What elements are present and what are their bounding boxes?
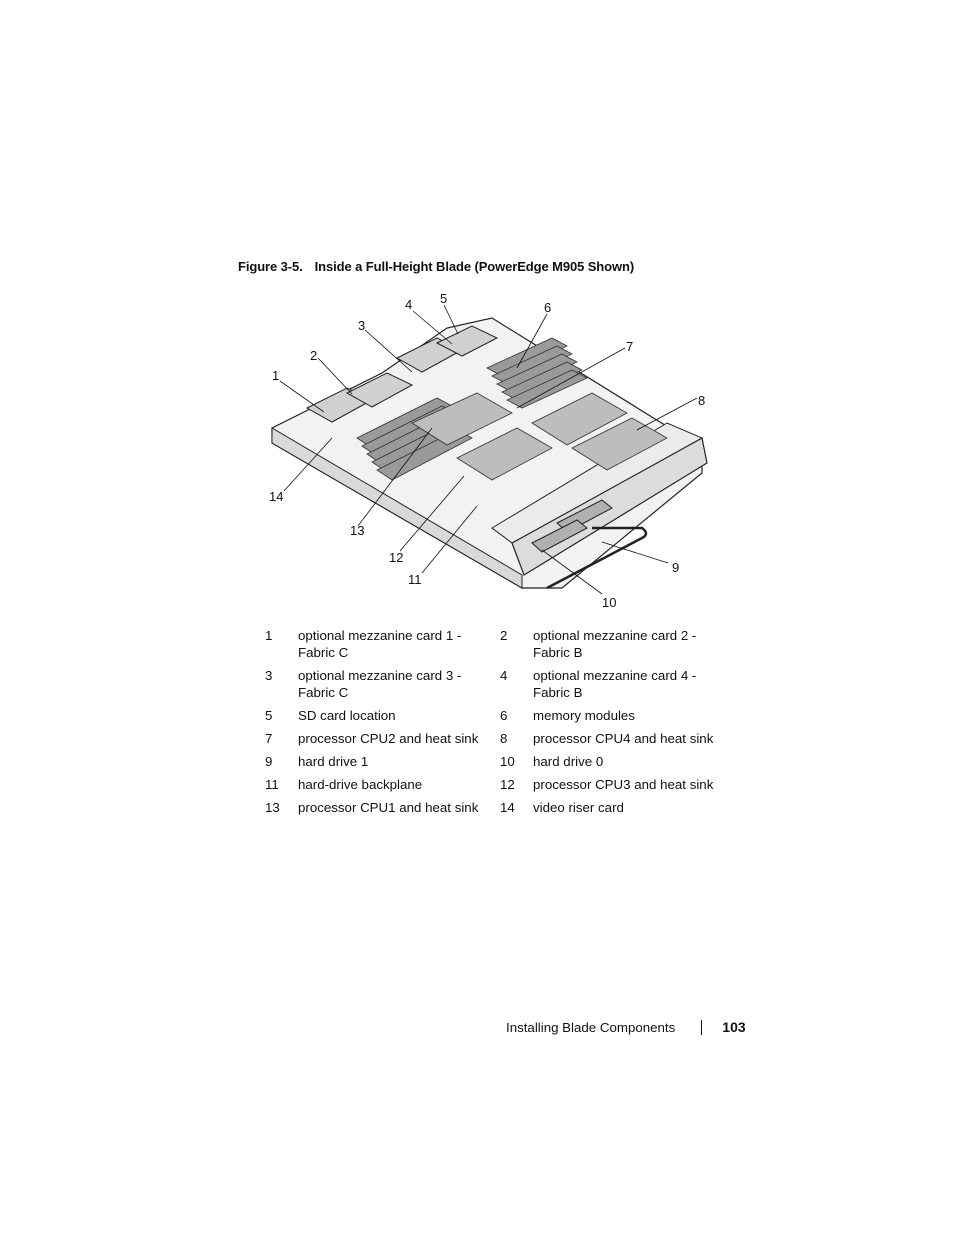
legend-text: video riser card [533, 800, 624, 815]
legend-number: 5 [265, 708, 273, 723]
legend-number: 12 [500, 777, 515, 792]
callout-13: 13 [350, 523, 364, 538]
figure-title: Inside a Full-Height Blade (PowerEdge M9… [314, 259, 635, 274]
legend-number: 9 [265, 754, 273, 769]
callout-5: 5 [440, 291, 447, 306]
figure-label: Figure 3-5. [238, 259, 303, 274]
legend-text: optional mezzanine card 4 - Fabric B [533, 668, 697, 700]
legend-number: 14 [500, 800, 515, 815]
legend-number: 11 [265, 777, 279, 792]
legend-row: 1 optional mezzanine card 1 - Fabric C 2… [262, 627, 732, 667]
callout-11: 11 [408, 572, 422, 587]
footer-divider [701, 1019, 703, 1035]
figure-caption: Figure 3-5. Inside a Full-Height Blade (… [238, 259, 634, 274]
callout-3: 3 [358, 318, 365, 333]
chassis-base [271, 427, 523, 589]
blade-drawing: 1 2 3 4 5 6 7 8 9 10 11 12 13 14 [269, 291, 708, 610]
legend-text: processor CPU4 and heat sink [533, 731, 714, 746]
legend-text: SD card location [298, 708, 396, 723]
hard-drives [531, 499, 613, 553]
legend-text: memory modules [533, 708, 635, 723]
legend-number: 10 [500, 754, 515, 769]
legend-text: processor CPU2 and heat sink [298, 731, 479, 746]
bezel-handle [546, 526, 648, 590]
callout-2: 2 [310, 348, 317, 363]
legend-text: hard drive 1 [298, 754, 369, 769]
callout-14: 14 [269, 489, 283, 504]
legend-text: processor CPU1 and heat sink [298, 800, 479, 815]
heat-sinks [411, 392, 668, 481]
legend-number: 2 [500, 628, 508, 643]
legend-text: optional mezzanine card 1 - Fabric C [298, 628, 462, 660]
memory-bank-right [486, 337, 588, 409]
legend-row: 11 hard-drive backplane 12 processor CPU… [262, 776, 732, 799]
legend-number: 8 [500, 731, 508, 746]
legend-table: 1 optional mezzanine card 1 - Fabric C 2… [262, 627, 732, 822]
leader-lines [279, 304, 698, 595]
legend-row: 5 SD card location 6 memory modules [262, 707, 732, 730]
legend-text: optional mezzanine card 2 - Fabric B [533, 628, 697, 660]
callout-10: 10 [602, 595, 616, 610]
page-footer: Installing Blade Components 103 [506, 1019, 746, 1035]
blade-illustration: 1 2 3 4 5 6 7 8 9 10 11 12 13 14 [262, 288, 712, 618]
legend-number: 3 [265, 668, 273, 683]
legend-number: 6 [500, 708, 508, 723]
legend-text: hard-drive backplane [298, 777, 423, 792]
legend-number: 7 [265, 731, 273, 746]
legend-row: 3 optional mezzanine card 3 - Fabric C 4… [262, 667, 732, 707]
legend-number: 13 [265, 800, 280, 815]
legend-text: hard drive 0 [533, 754, 604, 769]
legend-row: 7 processor CPU2 and heat sink 8 process… [262, 730, 732, 753]
legend-number: 1 [265, 628, 273, 643]
footer-section-title: Installing Blade Components [506, 1019, 676, 1035]
callout-12: 12 [389, 550, 403, 565]
callout-8: 8 [698, 393, 705, 408]
callout-1: 1 [272, 368, 279, 383]
legend-text: optional mezzanine card 3 - Fabric C [298, 668, 462, 700]
legend-row: 9 hard drive 1 10 hard drive 0 [262, 753, 732, 776]
legend-text: processor CPU3 and heat sink [533, 777, 714, 792]
legend-number: 4 [500, 668, 508, 683]
mezzanine-cards [305, 325, 499, 423]
callout-7: 7 [626, 339, 633, 354]
page-number: 103 [722, 1019, 746, 1035]
callout-6: 6 [544, 300, 551, 315]
legend-row: 13 processor CPU1 and heat sink 14 video… [262, 799, 732, 822]
callout-9: 9 [672, 560, 679, 575]
callout-4: 4 [405, 297, 412, 312]
